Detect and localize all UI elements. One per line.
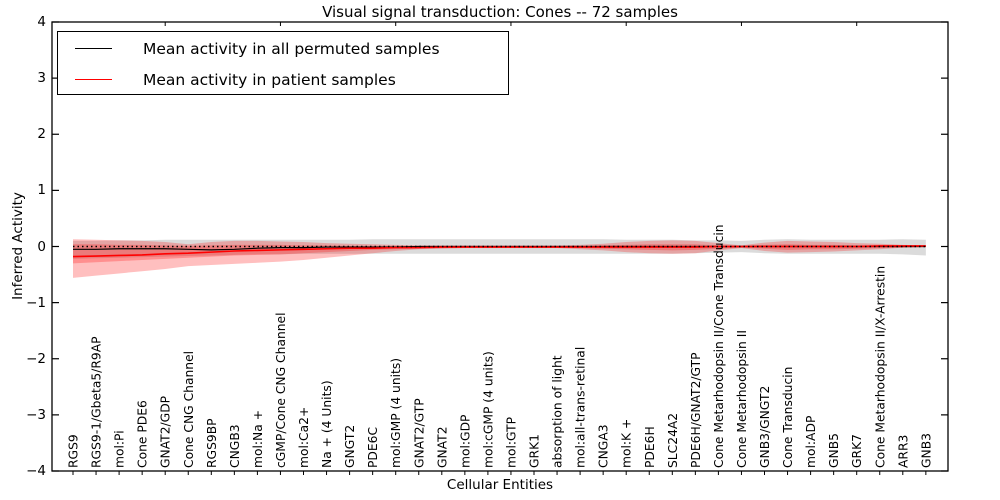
- legend-box: Mean activity in all permuted samples Me…: [57, 31, 509, 95]
- y-tick-label: 3: [37, 70, 46, 87]
- legend-item-permuted: Mean activity in all permuted samples: [58, 34, 508, 63]
- legend-label: Mean activity in patient samples: [143, 70, 396, 89]
- entity-label: Cone CNG Channel: [182, 351, 196, 468]
- entity-label: mol:cGMP (4 units): [481, 351, 495, 468]
- entity-label: GNB3: [919, 433, 933, 468]
- y-tick-label: 4: [37, 14, 46, 30]
- entity-label: mol:GDP: [458, 415, 472, 468]
- entity-label: GRK1: [528, 434, 542, 468]
- entity-label: GNB5: [827, 433, 841, 468]
- entity-label: CNGA3: [597, 424, 611, 468]
- y-tick-label: −2: [26, 350, 46, 367]
- entity-label: Cone Metarhodopsin II/X-Arrestin: [873, 266, 887, 468]
- y-tick-label: 2: [37, 126, 46, 143]
- entity-label: mol:K +: [620, 419, 634, 468]
- entity-label: Cone Transducin: [781, 367, 795, 468]
- y-tick-label: 1: [37, 182, 46, 199]
- legend-label: Mean activity in all permuted samples: [143, 39, 440, 58]
- permuted-std-band: [73, 239, 926, 259]
- entity-label: RGS9-1/Gbeta5/R9AP: [90, 336, 104, 468]
- patient-outer-band: [73, 239, 926, 278]
- legend-item-patient: Mean activity in patient samples: [58, 65, 508, 94]
- entity-label: RGS9BP: [205, 418, 219, 468]
- entity-label: mol:all-trans-retinal: [574, 347, 588, 468]
- x-axis-label: Cellular Entities: [446, 477, 554, 493]
- entity-label: PDE6C: [366, 427, 380, 468]
- entity-label: GNAT2/GDP: [159, 396, 173, 468]
- y-tick-label: −4: [26, 463, 46, 479]
- entity-label: mol:GTP: [504, 417, 518, 468]
- entity-label: mol:ADP: [804, 416, 818, 468]
- entity-label: mol:Ca2+: [297, 407, 311, 468]
- chart-title: Visual signal transduction: Cones -- 72 …: [322, 3, 678, 21]
- entity-label: Cone Metarhodopsin II: [735, 330, 749, 468]
- entity-label: PDE6H/GNAT2/GTP: [689, 352, 703, 468]
- entity-label: Na + (4 Units): [320, 380, 334, 468]
- entity-label: mol:GMP (4 units): [389, 358, 403, 468]
- entity-label: cGMP/Cone CNG Channel: [274, 312, 288, 468]
- entity-label: GNAT2/GTP: [412, 398, 426, 468]
- entity-label: Cone Metarhodopsin II/Cone Transducin: [712, 224, 726, 468]
- entity-label: SLC24A2: [666, 413, 680, 468]
- entity-label: GNGT2: [343, 425, 357, 468]
- entity-label: Cone PDE6: [136, 400, 150, 468]
- entity-label: ARR3: [896, 435, 910, 468]
- entity-label: GNAT2: [435, 426, 449, 468]
- y-tick-label: 0: [37, 238, 46, 255]
- entity-label: RGS9: [67, 434, 81, 468]
- patient-mean-line: [72, 245, 926, 258]
- entity-label: GNB3/GNGT2: [758, 386, 772, 468]
- y-tick-label: −3: [26, 406, 46, 423]
- entity-label: mol:Na +: [251, 410, 265, 468]
- permuted-line-swatch: [75, 48, 112, 49]
- entity-label: GRK7: [850, 434, 864, 468]
- y-tick-label: −1: [26, 294, 46, 311]
- entity-label: absorption of light: [551, 355, 565, 468]
- entity-label: CNGB3: [228, 424, 242, 468]
- entity-label: mol:Pi: [113, 430, 127, 468]
- patient-line-swatch: [75, 79, 112, 80]
- entity-label: PDE6H: [643, 426, 657, 468]
